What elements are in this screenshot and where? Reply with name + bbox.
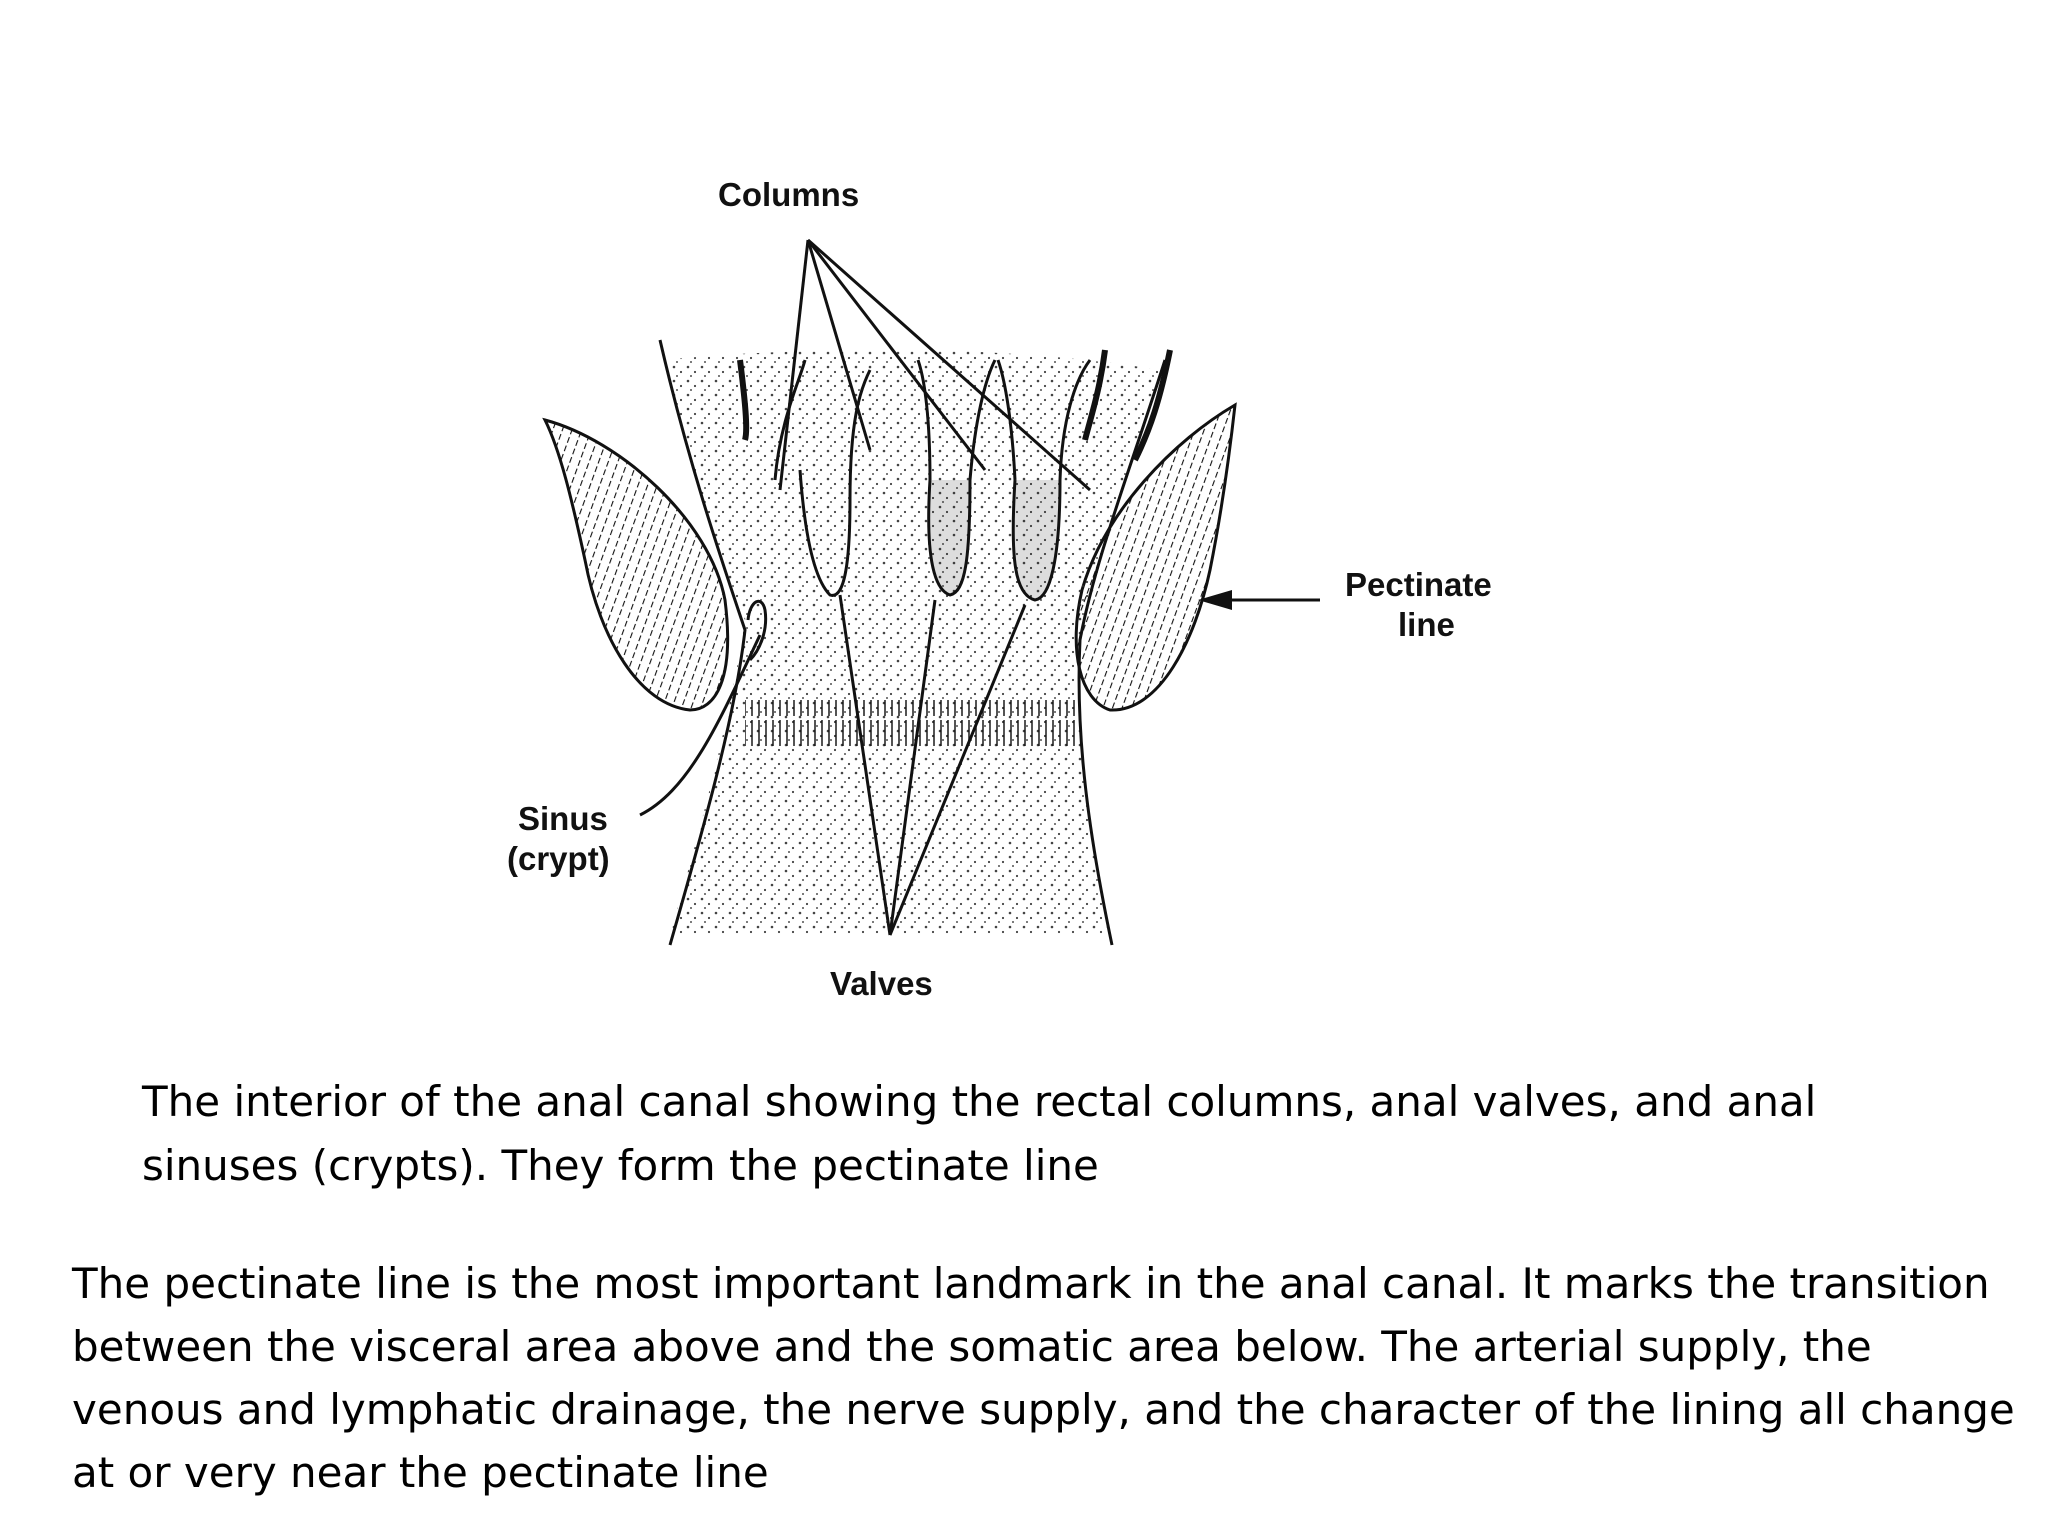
valves-leader-lines [838, 594, 1027, 936]
pectinate-arrow [1198, 590, 1320, 610]
sinus-label-line1: Sinus [518, 800, 608, 837]
pectinate-band [745, 700, 1075, 750]
left-sphincter-lobe [542, 417, 730, 712]
sinus-crypt [746, 599, 768, 662]
pectinate-label-line2: line [1398, 606, 1455, 643]
body-paragraph: The pectinate line is the most important… [72, 1259, 2015, 1497]
figure-caption: The interior of the anal canal showing t… [142, 1077, 1817, 1190]
columns-leader-lines [778, 238, 1091, 492]
sinus-label-line2: (crypt) [507, 840, 610, 877]
pectinate-label-line1: Pectinate [1345, 566, 1492, 603]
right-sphincter-lobe [1074, 402, 1237, 712]
rectal-columns [737, 349, 1173, 602]
sinus-leader-line [639, 634, 762, 817]
valves-label: Valves [830, 965, 933, 1002]
columns-label: Columns [718, 176, 859, 213]
anal-canal-diagram: Columns Pectinate line Sinus (crypt) Val… [507, 176, 1492, 1002]
